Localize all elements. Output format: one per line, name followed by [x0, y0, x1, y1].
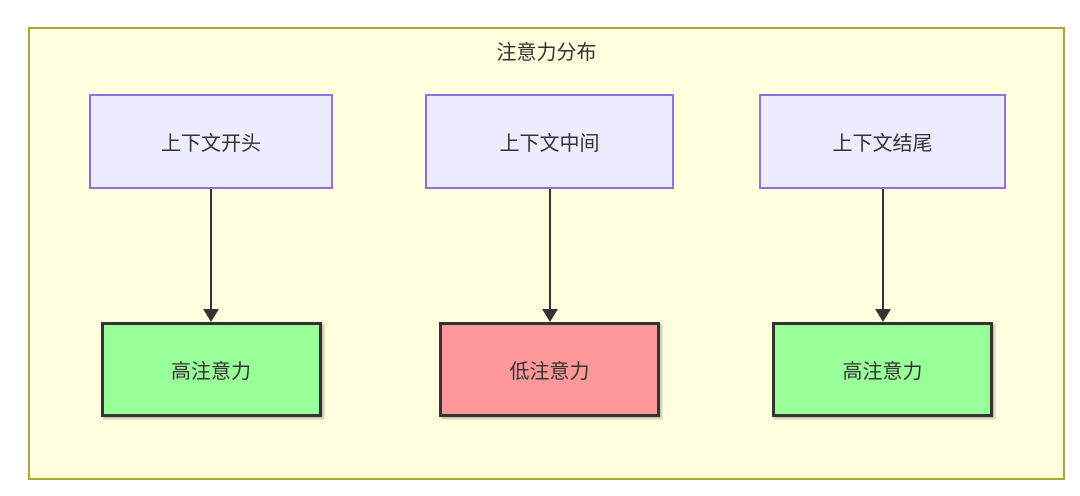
diagram-column-context-start: 上下文开头 高注意力 [89, 94, 333, 417]
diagram-column-context-middle: 上下文中间 低注意力 [425, 94, 674, 417]
arrow-head-icon [874, 309, 891, 322]
node-high-attention-1: 高注意力 [100, 322, 322, 417]
arrow-down [203, 189, 219, 322]
diagram-column-context-end: 上下文结尾 高注意力 [759, 94, 1006, 417]
arrow-line [548, 189, 551, 309]
arrow-head-icon [203, 309, 219, 322]
arrow-down [874, 189, 891, 322]
node-context-middle: 上下文中间 [425, 94, 674, 189]
arrow-line [210, 189, 212, 309]
diagram-container: 注意力分布 上下文开头 高注意力 上下文中间 低注意力 上下文结尾 高注意力 [28, 27, 1065, 480]
arrow-line [881, 189, 884, 309]
node-context-start: 上下文开头 [89, 94, 333, 189]
diagram-title: 注意力分布 [496, 42, 597, 64]
node-context-end: 上下文结尾 [759, 94, 1006, 189]
node-low-attention: 低注意力 [439, 322, 660, 417]
arrow-down [541, 189, 558, 322]
arrow-head-icon [541, 309, 558, 322]
node-high-attention-2: 高注意力 [772, 322, 993, 417]
